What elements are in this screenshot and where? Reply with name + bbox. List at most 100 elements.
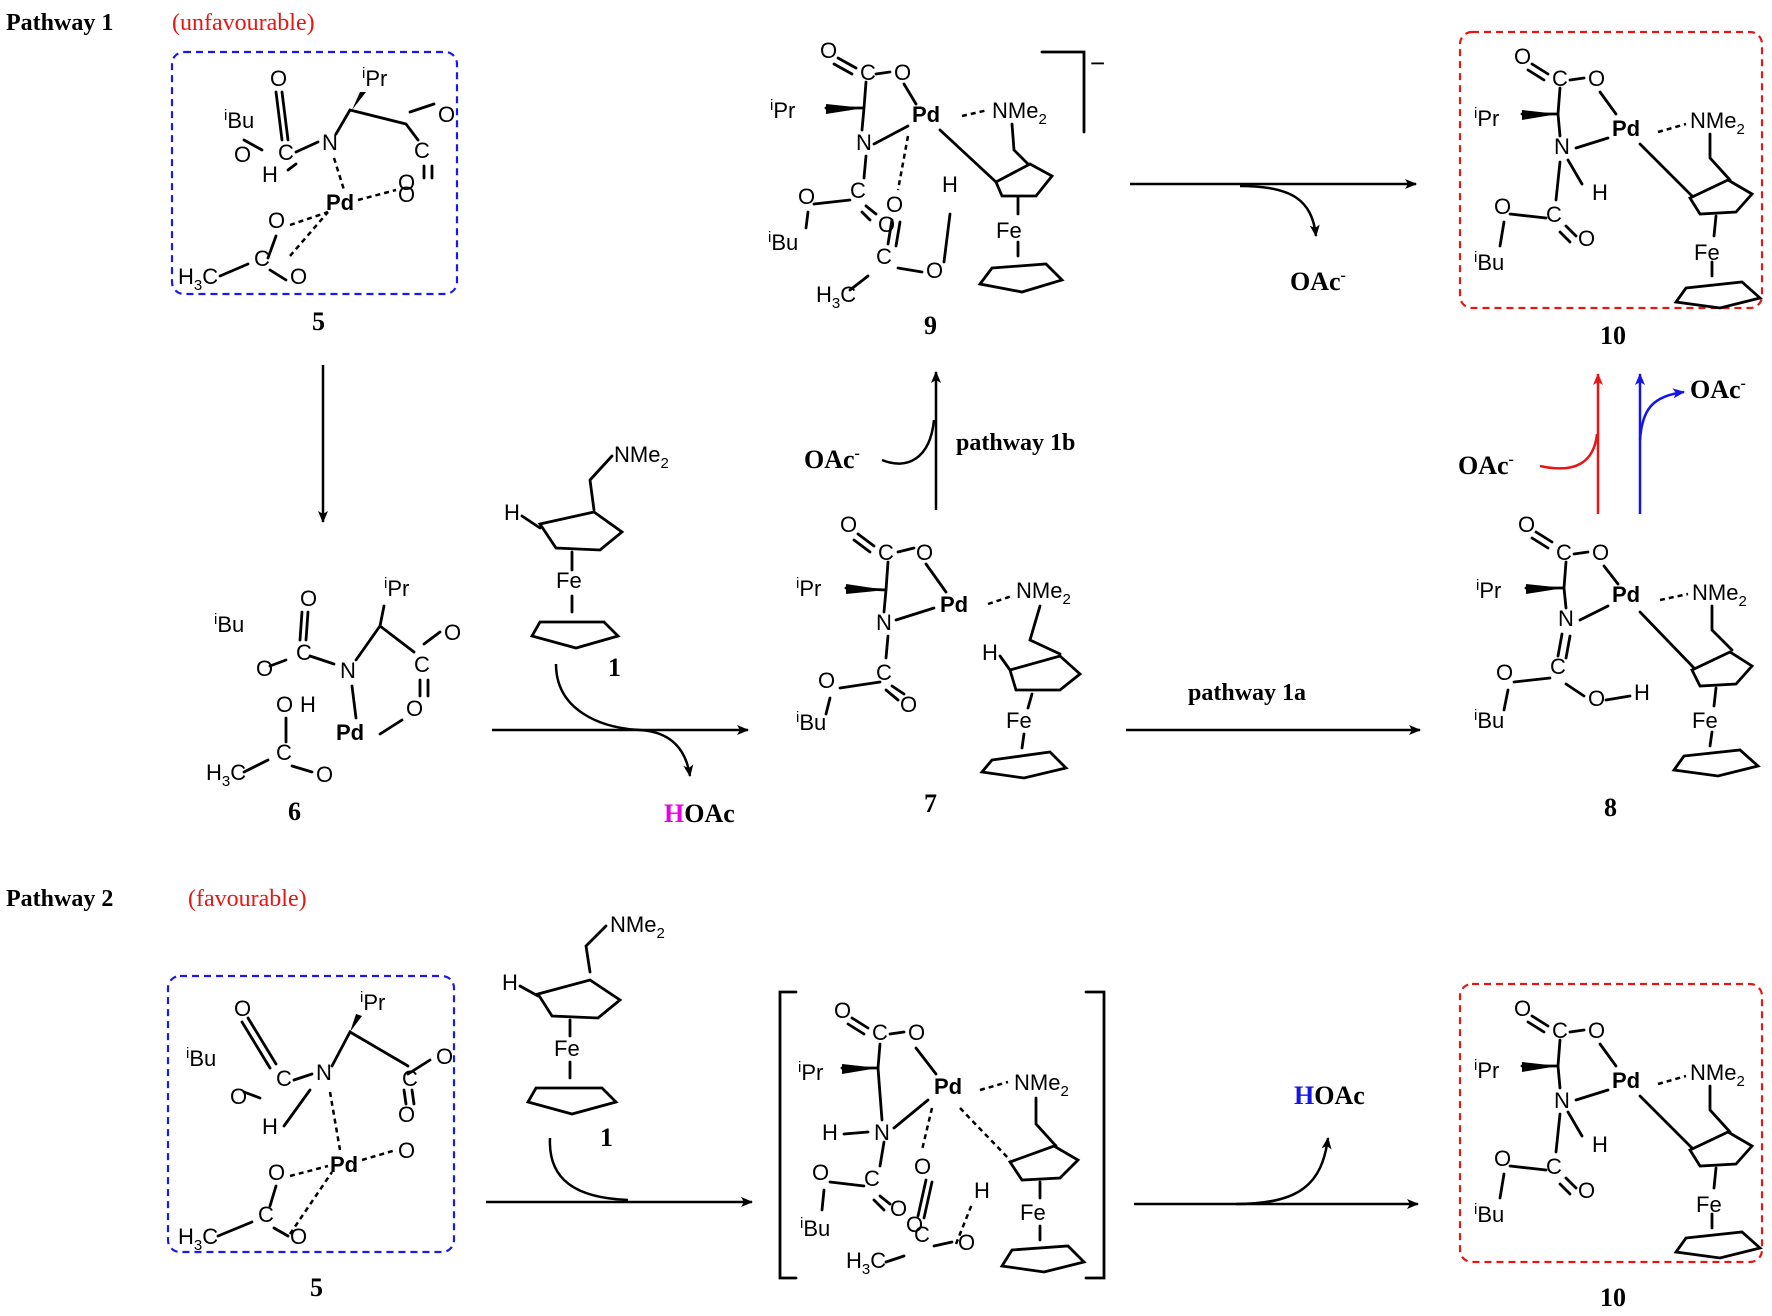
svg-text:O: O: [908, 1020, 925, 1045]
compound-8-structure: O C O iPr Pd NMe2 N C O O H iBu Fe: [1474, 512, 1761, 778]
svg-text:O: O: [268, 1160, 285, 1185]
svg-text:Pd: Pd: [940, 592, 968, 617]
svg-text:C: C: [1550, 654, 1566, 679]
compound-10-structure-top: O C O iPr Pd NMe2 N H C O O iBu Fe: [1458, 30, 1764, 310]
svg-text:iPr: iPr: [1474, 1057, 1499, 1083]
hoac-byproduct-1: HOAc: [664, 799, 735, 828]
compound-5-label-bottom: 5: [310, 1273, 323, 1302]
oac-byproduct-9: OAc-: [1290, 267, 1346, 296]
arrow-6-to-7-curve: [554, 663, 694, 777]
svg-text:N: N: [340, 658, 356, 683]
svg-text:Fe: Fe: [554, 1036, 580, 1061]
arrow-7-to-9-curve: [881, 419, 936, 465]
svg-text:N: N: [874, 1120, 890, 1145]
svg-text:C: C: [1546, 202, 1562, 227]
svg-text:O: O: [1518, 512, 1535, 537]
svg-text:O: O: [958, 1230, 975, 1255]
arrow-8-to-10-blue-curve: [1638, 388, 1685, 441]
svg-text:C: C: [414, 138, 430, 163]
svg-text:iPr: iPr: [796, 575, 821, 601]
svg-text:iPr: iPr: [1474, 105, 1499, 131]
compound-10-box-bottom: [1458, 982, 1764, 1264]
svg-text:O: O: [1588, 1018, 1605, 1043]
svg-text:iPr: iPr: [770, 97, 795, 123]
svg-text:C: C: [1556, 540, 1572, 565]
svg-text:iBu: iBu: [1474, 707, 1504, 733]
compound-10-label-bottom: 10: [1600, 1283, 1626, 1312]
svg-text:O: O: [914, 1154, 931, 1179]
svg-text:O: O: [1496, 660, 1513, 685]
svg-text:C: C: [876, 244, 892, 269]
svg-text:O: O: [834, 998, 851, 1023]
svg-text:H: H: [504, 500, 520, 525]
compound-5-label: 5: [312, 307, 325, 336]
svg-text:O: O: [1592, 540, 1609, 565]
svg-text:O: O: [406, 696, 423, 721]
svg-text:NMe2: NMe2: [1014, 1070, 1069, 1100]
svg-text:H: H: [1634, 680, 1650, 705]
transition-state-structure: O C O iPr Pd NMe2 H N C O O iBu O O C O …: [778, 990, 1106, 1280]
svg-text:iBu: iBu: [214, 611, 244, 637]
svg-text:C: C: [296, 640, 312, 665]
svg-text:O: O: [1514, 44, 1531, 69]
svg-text:N: N: [1554, 1088, 1570, 1113]
svg-text:O: O: [1514, 996, 1531, 1021]
svg-text:NMe2: NMe2: [1692, 580, 1747, 610]
compound-6-label: 6: [288, 797, 301, 826]
pathway-1b-label: pathway 1b: [956, 430, 1075, 456]
svg-text:H: H: [262, 1114, 278, 1139]
svg-text:C: C: [276, 1066, 292, 1091]
svg-text:iPr: iPr: [360, 989, 385, 1015]
svg-text:O: O: [398, 170, 415, 195]
oac-reagent-1b: OAc-: [804, 445, 860, 474]
svg-text:Pd: Pd: [1612, 1068, 1640, 1093]
compound-8-label: 8: [1604, 793, 1617, 822]
svg-text:iPr: iPr: [798, 1059, 823, 1085]
svg-text:O: O: [234, 996, 251, 1021]
svg-text:H3C: H3C: [816, 282, 856, 312]
svg-text:N: N: [1558, 606, 1574, 631]
svg-text:NMe2: NMe2: [610, 912, 665, 942]
svg-text:C: C: [1552, 66, 1568, 91]
svg-text:O: O: [818, 668, 835, 693]
svg-text:H: H: [982, 640, 998, 665]
svg-text:O: O: [276, 692, 293, 717]
compound-10-structure-bottom: O C O iPr Pd NMe2 N H C O O iBu Fe: [1458, 982, 1764, 1264]
svg-text:H: H: [1592, 180, 1608, 205]
svg-text:C: C: [414, 652, 430, 677]
svg-text:H: H: [1592, 1132, 1608, 1157]
svg-text:O: O: [230, 1084, 247, 1109]
svg-text:O: O: [1494, 194, 1511, 219]
svg-text:O: O: [894, 60, 911, 85]
svg-text:O: O: [916, 540, 933, 565]
ferrocene-1-structure-bottom: NMe2 H Fe: [502, 912, 665, 1116]
svg-text:O: O: [316, 762, 333, 787]
pathway2-note: (favourable): [188, 886, 307, 912]
svg-text:N: N: [856, 130, 872, 155]
svg-text:C: C: [254, 246, 270, 271]
svg-text:O: O: [436, 1044, 453, 1069]
svg-text:NMe2: NMe2: [992, 98, 1047, 128]
svg-text:H: H: [822, 1120, 838, 1145]
svg-text:iBu: iBu: [800, 1215, 830, 1241]
svg-text:O: O: [444, 620, 461, 645]
svg-text:O: O: [890, 1196, 907, 1221]
svg-text:O: O: [290, 1224, 307, 1249]
svg-text:H: H: [974, 1178, 990, 1203]
oac-reagent-red: OAc-: [1458, 451, 1514, 480]
arrow-ts-to-10-curve: [1235, 1137, 1332, 1206]
svg-text:H3C: H3C: [846, 1248, 886, 1278]
pathway1-title: Pathway 1: [6, 10, 113, 36]
oac-byproduct-blue: OAc-: [1690, 375, 1746, 404]
svg-text:iPr: iPr: [1476, 577, 1501, 603]
svg-text:O: O: [820, 38, 837, 63]
svg-text:O: O: [398, 1102, 415, 1127]
svg-text:H: H: [300, 692, 316, 717]
svg-text:O: O: [268, 208, 285, 233]
svg-text:Fe: Fe: [1694, 240, 1720, 265]
compound-5-structure-bottom: O C N iBu O H iPr C O O Pd O O C O H3C: [166, 974, 456, 1254]
svg-text:O: O: [1494, 1146, 1511, 1171]
svg-text:Fe: Fe: [996, 218, 1022, 243]
svg-text:Fe: Fe: [556, 568, 582, 593]
